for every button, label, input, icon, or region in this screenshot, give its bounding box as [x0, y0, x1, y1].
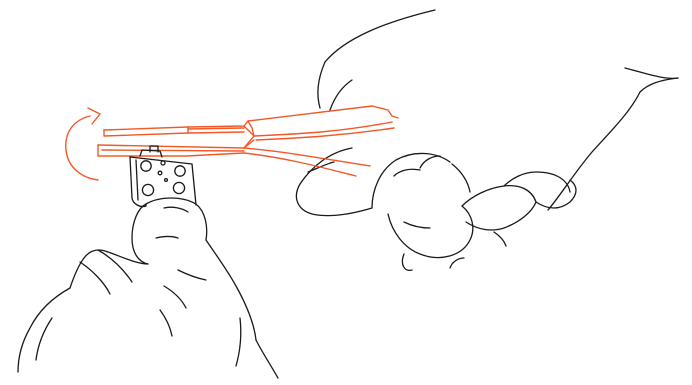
- pliers-tool: [98, 106, 398, 176]
- left-hand: [18, 198, 278, 378]
- plate-hole-bottom-left: [142, 184, 153, 195]
- plate-dot-3: [165, 179, 168, 182]
- plate-dot-1: [161, 161, 165, 165]
- plate-hole-bottom-right: [173, 182, 184, 193]
- rotation-arrow-arc: [66, 116, 98, 180]
- rotation-arrow: [66, 108, 100, 180]
- plate-hole-top-left: [141, 161, 151, 171]
- right-hand: [296, 10, 678, 270]
- plate-dot-2: [158, 171, 162, 175]
- plate-hole-top-right: [175, 166, 185, 176]
- connector-plate: [130, 146, 196, 207]
